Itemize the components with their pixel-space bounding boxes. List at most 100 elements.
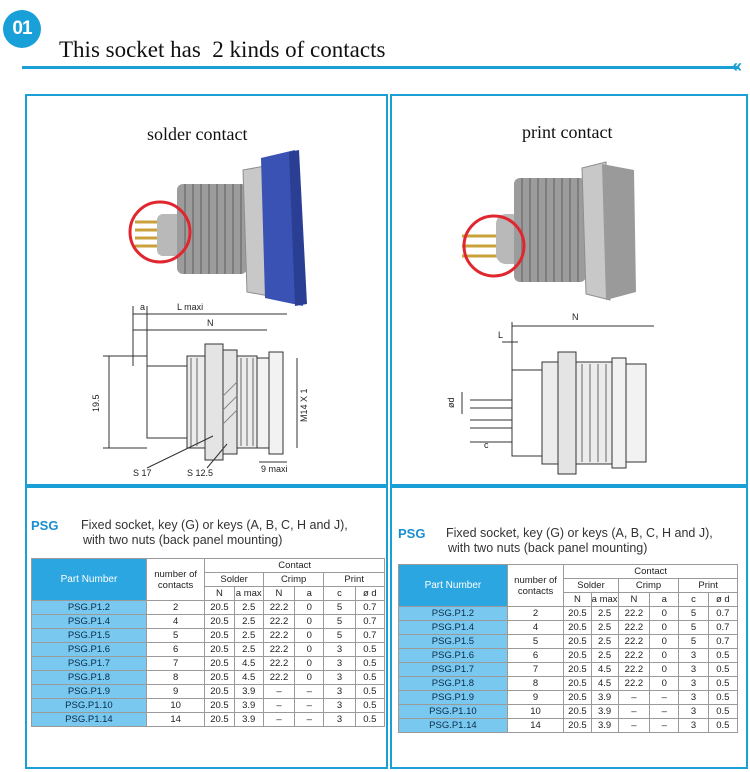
contacts-count-header: number of contacts: [145, 558, 206, 601]
table-cell: 3: [323, 698, 356, 713]
table-cell: 20.5: [204, 698, 235, 713]
table-cell: 6: [145, 642, 206, 657]
table-cell: 3: [678, 662, 709, 677]
table-cell: 0: [294, 670, 325, 685]
table-cell: 20.5: [204, 712, 235, 727]
solder-socket-photo: [128, 150, 307, 306]
part-number-cell: PSG.P1.14: [398, 718, 508, 733]
description-line-2: with two nuts (back panel mounting): [83, 533, 283, 547]
table-cell: 5: [678, 620, 709, 635]
dim-od-label-print: ød: [446, 397, 456, 408]
table-cell: 8: [145, 670, 206, 685]
table-cell: 3: [678, 718, 709, 733]
table-cell: 0.7: [707, 620, 739, 635]
table-cell: 3: [323, 684, 356, 699]
table-cell: 4.5: [590, 676, 619, 691]
table-cell: 3.9: [233, 684, 264, 699]
print-socket-photo: [462, 161, 636, 301]
description-line-1: Fixed socket, key (G) or keys (A, B, C, …: [446, 526, 713, 540]
part-number-cell: PSG.P1.2: [398, 606, 508, 621]
table-cell: 20.5: [204, 628, 235, 643]
table-cell: 5: [678, 634, 709, 649]
solder-contact-panel: solder contact: [25, 94, 388, 486]
table-cell: 5: [323, 600, 356, 615]
table-cell: 14: [506, 718, 565, 733]
dimension-subheader: ø d: [354, 586, 386, 601]
table-cell: 0: [294, 642, 325, 657]
table-cell: 20.5: [563, 704, 592, 719]
table-cell: 0: [294, 628, 325, 643]
table-cell: 0.5: [707, 648, 739, 663]
solder-dimension-drawing: a L maxi N 19.5 M14 X 1 S 17 S 12.5 9 ma…: [91, 302, 309, 478]
contact-header: Contact: [563, 564, 738, 579]
part-number-cell: PSG.P1.2: [31, 600, 147, 615]
table-cell: 20.5: [563, 648, 592, 663]
solder-contact-title: solder contact: [147, 124, 248, 144]
spec-panel-right: PSG Fixed socket, key (G) or keys (A, B,…: [390, 486, 748, 769]
table-cell: 0.7: [707, 634, 739, 649]
table-cell: –: [294, 712, 325, 727]
table-cell: 4.5: [233, 656, 264, 671]
dimension-subheader: N: [563, 592, 592, 607]
table-cell: 0.7: [354, 614, 386, 629]
table-cell: 0.5: [354, 698, 386, 713]
table-cell: 22.2: [262, 600, 296, 615]
table-cell: 3: [678, 690, 709, 705]
series-description: Fixed socket, key (G) or keys (A, B, C, …: [81, 518, 348, 548]
table-cell: 5: [678, 606, 709, 621]
spec-panel-left: PSG Fixed socket, key (G) or keys (A, B,…: [25, 486, 388, 769]
table-cell: 0.5: [354, 656, 386, 671]
part-number-cell: PSG.P1.14: [31, 712, 147, 727]
crimp-header: Crimp: [262, 572, 325, 587]
table-cell: 3: [323, 642, 356, 657]
table-cell: 0.5: [354, 684, 386, 699]
table-cell: 0.5: [707, 676, 739, 691]
table-cell: –: [262, 698, 296, 713]
part-number-cell: PSG.P1.10: [398, 704, 508, 719]
table-cell: 0.5: [707, 718, 739, 733]
table-cell: 0: [649, 676, 680, 691]
table-cell: 22.2: [617, 620, 651, 635]
table-cell: 4.5: [233, 670, 264, 685]
part-number-cell: PSG.P1.8: [398, 676, 508, 691]
table-cell: 0.5: [707, 704, 739, 719]
series-description: Fixed socket, key (G) or keys (A, B, C, …: [446, 526, 713, 556]
table-cell: 0.5: [354, 642, 386, 657]
dimension-subheader: N: [262, 586, 296, 601]
dimension-subheader: N: [617, 592, 651, 607]
table-cell: 4: [506, 620, 565, 635]
table-cell: 22.2: [617, 634, 651, 649]
table-cell: 10: [145, 698, 206, 713]
table-cell: 0.5: [354, 670, 386, 685]
solder-header: Solder: [204, 572, 264, 587]
table-cell: 3: [678, 704, 709, 719]
part-number-cell: PSG.P1.4: [398, 620, 508, 635]
table-cell: 3.9: [233, 698, 264, 713]
crimp-header: Crimp: [617, 578, 680, 593]
table-cell: –: [617, 690, 651, 705]
table-cell: 3: [678, 648, 709, 663]
table-cell: 2: [145, 600, 206, 615]
table-cell: 9: [506, 690, 565, 705]
table-cell: 2.5: [590, 606, 619, 621]
table-cell: –: [649, 718, 680, 733]
table-cell: 10: [506, 704, 565, 719]
print-header: Print: [323, 572, 385, 587]
dimension-subheader: a: [649, 592, 680, 607]
dimension-subheader: a max: [590, 592, 619, 607]
table-cell: 20.5: [563, 606, 592, 621]
table-cell: 22.2: [617, 676, 651, 691]
table-cell: 20.5: [204, 684, 235, 699]
part-number-cell: PSG.P1.4: [31, 614, 147, 629]
table-cell: 7: [506, 662, 565, 677]
dim-l-maxi-label: L maxi: [177, 302, 203, 312]
dimension-subheader: N: [204, 586, 235, 601]
table-cell: 22.2: [262, 628, 296, 643]
